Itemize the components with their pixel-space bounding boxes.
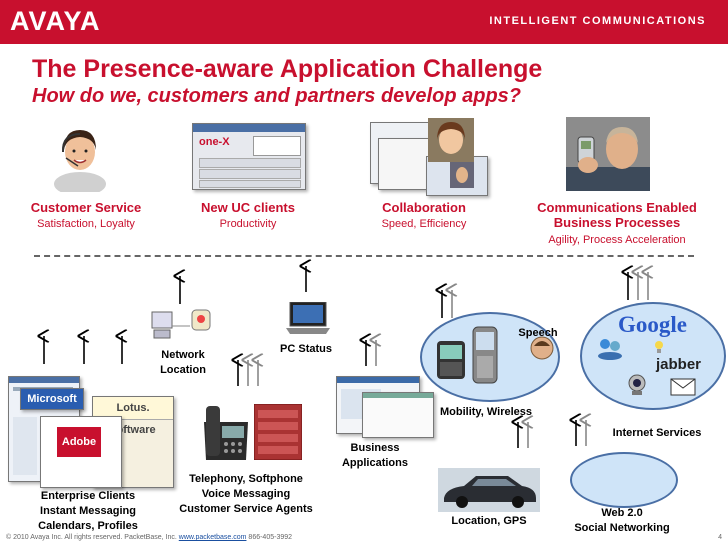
mobile-worker-photo bbox=[566, 117, 650, 191]
internet-services-cloud bbox=[580, 302, 726, 410]
avaya-logo: AVAYA bbox=[10, 6, 101, 36]
collaboration-collage bbox=[370, 118, 490, 196]
lightbulb-icon bbox=[654, 340, 664, 354]
car-icon bbox=[438, 468, 540, 512]
business-label-line2: Applications bbox=[341, 457, 408, 469]
web-label-line1: Web 2.0 bbox=[601, 507, 643, 519]
footer: © 2010 Avaya Inc. All rights reserved. P… bbox=[6, 534, 292, 541]
web-label-line2: Social Networking bbox=[574, 522, 670, 534]
category-cebp-title-line1: Communications Enabled bbox=[537, 200, 697, 215]
business-applications-label: Business Applications bbox=[330, 441, 420, 471]
google-logo: Google bbox=[618, 312, 687, 337]
onex-logo: one-X bbox=[199, 136, 230, 148]
email-icon bbox=[670, 378, 696, 396]
header-bar bbox=[0, 0, 728, 44]
webcam-icon bbox=[626, 374, 648, 396]
business-label-line1: Business bbox=[350, 442, 400, 454]
enterprise-clients-label: Enterprise Clients Instant Messaging Cal… bbox=[24, 489, 152, 534]
mobile-phone-icon bbox=[472, 326, 498, 384]
web-cloud bbox=[570, 452, 678, 508]
jabber-logo: jabber bbox=[656, 356, 702, 373]
category-cebp-title-line2: Business Processes bbox=[553, 215, 681, 230]
speech-label: Speech bbox=[518, 327, 558, 339]
network-location-icon bbox=[150, 304, 216, 346]
laptop-icon bbox=[286, 301, 330, 336]
network-location-label: Network Location bbox=[148, 348, 218, 378]
enterprise-label-line2: Instant Messaging bbox=[40, 505, 136, 517]
category-collaboration-title: Collaboration bbox=[382, 200, 466, 215]
adobe-screenshot: Adobe bbox=[40, 416, 122, 488]
network-label-line2: Location bbox=[160, 364, 206, 376]
category-uc-clients-title: New UC clients bbox=[201, 200, 295, 215]
footer-company: PacketBase, Inc. bbox=[124, 534, 177, 541]
lotus-screenshot: Lotus. software bbox=[92, 396, 174, 488]
header-tagline: INTELLIGENT COMMUNICATIONS bbox=[489, 15, 706, 27]
enterprise-label-line1: Enterprise Clients bbox=[40, 490, 136, 502]
speech-face-icon bbox=[530, 336, 554, 360]
telephony-label-line1: Telephony, Softphone bbox=[189, 473, 303, 485]
page-number: 4 bbox=[718, 534, 722, 541]
footer-copyright: © 2010 Avaya Inc. All rights reserved. bbox=[6, 534, 123, 541]
smartphone-icon bbox=[436, 340, 466, 380]
network-label-line1: Network bbox=[161, 349, 205, 361]
microsoft-logo: Microsoft bbox=[27, 393, 77, 405]
telephony-label: Telephony, Softphone Voice Messaging Cus… bbox=[168, 472, 324, 517]
footer-phone: 866-405-3992 bbox=[248, 534, 293, 541]
server-rack-icon bbox=[253, 403, 303, 461]
category-customer-service-title: Customer Service bbox=[30, 200, 142, 215]
microsoft-logo-box: Microsoft bbox=[20, 388, 84, 410]
enterprise-label-line3: Calendars, Profiles bbox=[38, 520, 138, 532]
onex-client-screenshot: one-X bbox=[192, 123, 306, 190]
category-cebp-subtitle: Agility, Process Acceleration bbox=[548, 234, 686, 246]
category-collaboration-subtitle: Speed, Efficiency bbox=[381, 218, 467, 230]
desk-phone-icon bbox=[200, 402, 252, 462]
internet-services-label: Internet Services bbox=[612, 427, 702, 439]
business-app-screenshot-2 bbox=[362, 392, 434, 438]
web-label: Web 2.0 Social Networking bbox=[564, 506, 680, 536]
slide-title: The Presence-aware Application Challenge bbox=[32, 55, 543, 83]
category-uc-clients-subtitle: Productivity bbox=[219, 218, 277, 230]
customer-service-photo bbox=[50, 122, 110, 196]
slide-subtitle: How do we, customers and partners develo… bbox=[32, 85, 521, 107]
people-icon bbox=[596, 336, 624, 360]
telephony-label-line3: Customer Service Agents bbox=[179, 503, 313, 515]
pc-status-label: PC Status bbox=[280, 343, 332, 355]
category-customer-service-subtitle: Satisfaction, Loyalty bbox=[37, 218, 135, 230]
footer-link[interactable]: www.packetbase.com bbox=[178, 534, 247, 541]
adobe-logo: Adobe bbox=[57, 427, 101, 457]
section-divider bbox=[34, 255, 694, 257]
telephony-label-line2: Voice Messaging bbox=[201, 488, 291, 500]
location-gps-label: Location, GPS bbox=[451, 515, 527, 527]
mobility-label: Mobility, Wireless bbox=[440, 406, 532, 418]
